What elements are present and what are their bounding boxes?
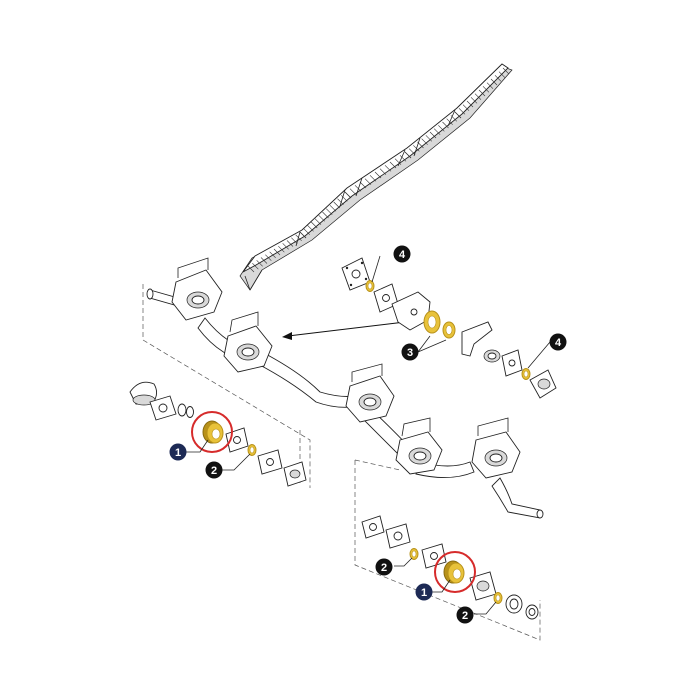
grating-bar — [299, 231, 307, 239]
grating-bar — [256, 260, 263, 267]
grating-bar — [502, 67, 510, 75]
grating-bar — [490, 78, 498, 86]
grating-bar — [359, 181, 367, 189]
grating-bar — [486, 82, 494, 89]
callout-badge: 2 — [456, 606, 474, 624]
grating-bar — [273, 248, 281, 256]
grating-bar — [265, 254, 272, 261]
grating-bar — [429, 131, 437, 139]
grating-bar — [282, 243, 289, 250]
callout-label: 4 — [399, 249, 406, 261]
grating-bar — [269, 251, 276, 259]
callout-label: 2 — [462, 610, 468, 622]
grating-bar — [474, 93, 482, 100]
grating-bar — [421, 138, 428, 145]
callout-badge: 2 — [205, 461, 223, 479]
grating-bar — [425, 135, 433, 142]
grating-bar — [349, 188, 357, 195]
left-parts-stack — [129, 381, 307, 487]
grating-bar — [311, 221, 318, 229]
callout-badge: 1 — [415, 583, 433, 601]
grating-bar — [462, 104, 470, 111]
grating-bar — [498, 71, 506, 78]
grating-bar — [303, 228, 310, 235]
grating-bar — [399, 155, 407, 162]
grating-bar — [384, 165, 392, 172]
callout-label: 1 — [421, 587, 427, 599]
grating-bar — [369, 175, 377, 182]
upper-right-parts-cluster — [341, 255, 557, 399]
grating-bar — [433, 128, 441, 135]
callout-badge: 4 — [549, 333, 567, 351]
lower-right-parts-stack — [361, 515, 539, 620]
grating-bar — [379, 168, 387, 175]
grating-bar — [394, 158, 402, 165]
callout-label: 3 — [407, 347, 413, 359]
callout-badge: 1 — [169, 443, 187, 461]
grating-bar — [291, 237, 298, 244]
grating-bar — [333, 201, 340, 209]
grating-bar — [458, 108, 466, 115]
grating-bar — [364, 178, 372, 185]
grating-bar — [252, 262, 259, 270]
callout-badge: 2 — [375, 558, 393, 576]
grating-bar — [260, 257, 268, 264]
grating-bar — [326, 208, 333, 215]
callout-label: 4 — [555, 337, 562, 349]
grating-bar — [482, 86, 490, 93]
grating-bar — [470, 97, 478, 104]
grating-bar — [494, 75, 502, 82]
grating-bar — [337, 198, 344, 205]
grating-bar — [278, 245, 285, 253]
grating-bar — [318, 215, 325, 222]
callout-badges: 1 1 2 2 2 3 4 4 — [169, 245, 567, 624]
grating-bar — [307, 225, 314, 232]
grating-bar — [389, 161, 397, 169]
grating-bar — [466, 100, 474, 108]
direction-arrow — [282, 321, 406, 340]
bearing-housings — [171, 257, 521, 479]
walkway-grating-assembly — [239, 63, 513, 291]
grating-bar — [247, 265, 255, 273]
callout-badge: 4 — [393, 245, 411, 263]
grating-bar — [442, 121, 449, 129]
grating-bar — [329, 205, 337, 212]
grating-bar — [344, 191, 352, 199]
grating-bar — [374, 171, 382, 179]
grating-bar — [478, 89, 486, 97]
grating-bar — [322, 211, 329, 219]
grating-bar — [314, 218, 322, 225]
callout-label: 2 — [211, 465, 217, 477]
grating-bar — [341, 195, 348, 202]
grating-bar — [454, 111, 462, 119]
callout-label: 1 — [175, 447, 181, 459]
assembly-guide-lines — [142, 284, 541, 641]
grating-bar — [408, 148, 416, 155]
callout-badge: 3 — [401, 343, 419, 361]
grating-bar — [404, 151, 412, 159]
grating-bar — [286, 240, 294, 247]
grating-bar — [438, 125, 445, 132]
callout-label: 2 — [381, 562, 387, 574]
grating-bar — [354, 185, 362, 192]
